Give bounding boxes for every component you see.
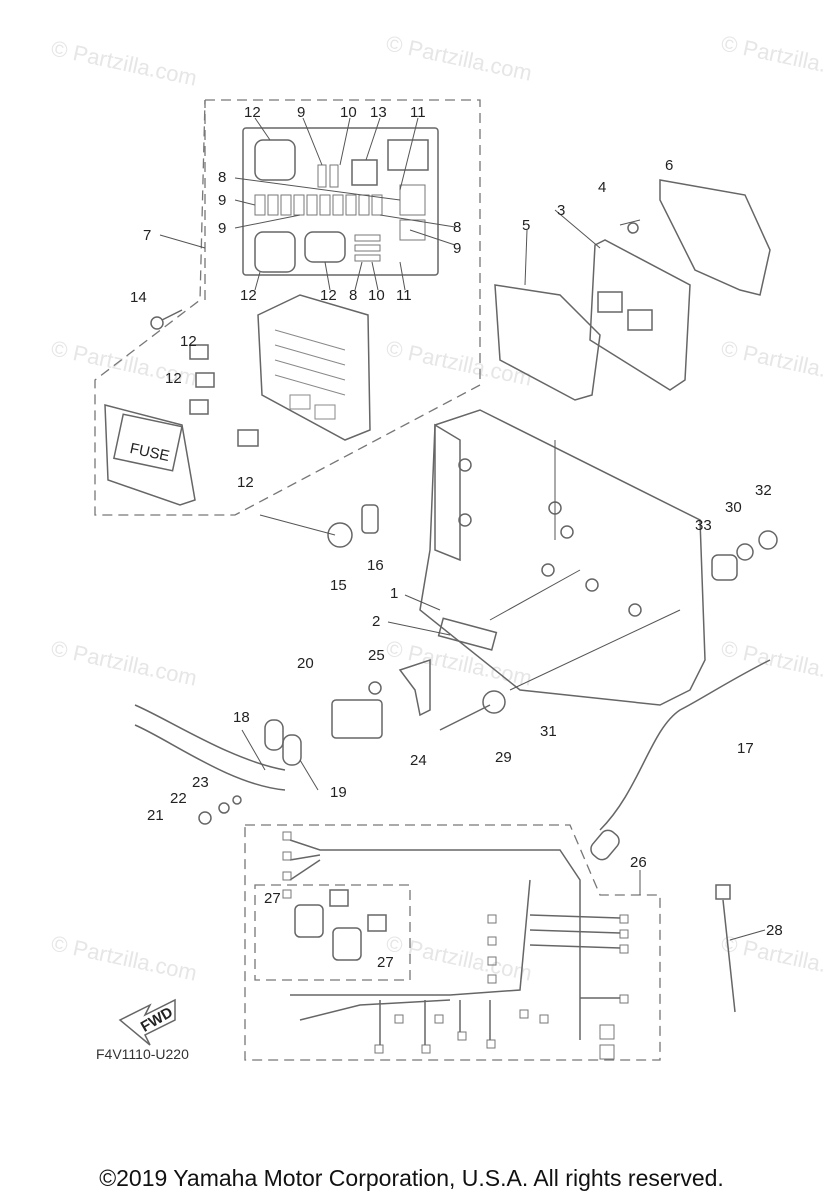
- ecu-bracket: [659, 179, 771, 296]
- callout-11: 11: [396, 287, 412, 304]
- ecu-unit: [494, 179, 771, 401]
- harness-group-outline: [244, 824, 661, 1061]
- callout-15: 15: [330, 577, 347, 594]
- callout-29: 29: [495, 749, 512, 766]
- callout-17: 17: [737, 740, 754, 757]
- callout-13: 13: [370, 104, 387, 121]
- washer: [736, 543, 754, 561]
- callout-2: 2: [372, 613, 380, 630]
- cable-tie: [715, 884, 736, 1013]
- washer-31: [482, 690, 506, 714]
- fuse-box-group-outline: [94, 99, 481, 516]
- watermark: © Partzilla.com: [384, 30, 534, 85]
- callout-27: 27: [264, 890, 281, 907]
- watermark: © Partzilla.com: [719, 635, 823, 690]
- grommet: [327, 522, 353, 548]
- wire-harness: [282, 831, 629, 1060]
- callout-1: 1: [390, 585, 398, 602]
- callout-11: 11: [410, 104, 426, 121]
- fuse-board-detail: [242, 127, 439, 276]
- callout-4: 4: [598, 179, 606, 196]
- nut: [758, 530, 778, 550]
- callout-21: 21: [147, 807, 164, 824]
- callout-32: 32: [755, 482, 772, 499]
- callout-12: 12: [180, 333, 197, 350]
- watermark: © Partzilla.com: [49, 930, 199, 985]
- watermark: © Partzilla.com: [719, 335, 823, 390]
- fuse-cover-label: FUSE: [128, 440, 171, 465]
- callout-9: 9: [218, 220, 226, 237]
- callout-10: 10: [340, 104, 357, 121]
- group-boundaries: [94, 99, 661, 1061]
- hardware: [150, 309, 778, 825]
- callout-27: 27: [377, 954, 394, 971]
- watermark: © Partzilla.com: [49, 35, 199, 90]
- relay-20: [331, 699, 383, 739]
- diagram-code: F4V1110-U220: [96, 1046, 189, 1062]
- callout-6: 6: [665, 157, 673, 174]
- relay-group-outline: [254, 884, 411, 981]
- watermarks: © Partzilla.com © Partzilla.com © Partzi…: [49, 30, 823, 985]
- callout-9: 9: [297, 104, 305, 121]
- callout-22: 22: [170, 790, 187, 807]
- cables: [134, 659, 771, 861]
- callout-7: 7: [143, 227, 151, 244]
- callout-18: 18: [233, 709, 250, 726]
- copyright-footer: ©2019 Yamaha Motor Corporation, U.S.A. A…: [99, 1165, 724, 1191]
- bolt-14: [150, 316, 164, 330]
- watermark: © Partzilla.com: [49, 635, 199, 690]
- callout-14: 14: [130, 289, 147, 306]
- relays: [294, 889, 387, 961]
- bolt-25: [368, 681, 382, 695]
- callout-8: 8: [218, 169, 226, 186]
- callout-12: 12: [244, 104, 261, 121]
- callout-33: 33: [695, 517, 712, 534]
- callout-12: 12: [240, 287, 257, 304]
- callout-24: 24: [410, 752, 427, 769]
- leader-lines: [159, 117, 766, 941]
- callout-9: 9: [218, 192, 226, 209]
- fuse-cover: [104, 404, 196, 506]
- callout-12: 12: [165, 370, 182, 387]
- callout-8: 8: [349, 287, 357, 304]
- callout-9: 9: [453, 240, 461, 257]
- callout-25: 25: [368, 647, 385, 664]
- callout-26: 26: [630, 854, 647, 871]
- callout-20: 20: [297, 655, 314, 672]
- callout-16: 16: [367, 557, 384, 574]
- watermark: © Partzilla.com: [719, 30, 823, 85]
- watermark: © Partzilla.com: [384, 335, 534, 390]
- spacer: [711, 554, 738, 581]
- bracket-24: [398, 658, 431, 717]
- callout-12: 12: [237, 474, 254, 491]
- callout-3: 3: [557, 202, 565, 219]
- callouts: 12 9 10 13 11 8 9 9 8 9 12 12 8 10 11 7 …: [130, 104, 783, 971]
- callout-30: 30: [725, 499, 742, 516]
- callout-8: 8: [453, 219, 461, 236]
- collar: [361, 504, 379, 534]
- callout-19: 19: [330, 784, 347, 801]
- callout-23: 23: [192, 774, 209, 791]
- callout-12: 12: [320, 287, 337, 304]
- callout-31: 31: [540, 723, 557, 740]
- callout-28: 28: [766, 922, 783, 939]
- watermark: © Partzilla.com: [384, 930, 534, 985]
- ecu-cover: [494, 284, 601, 401]
- callout-10: 10: [368, 287, 385, 304]
- callout-5: 5: [522, 217, 530, 234]
- fwd-arrow: FWD: [118, 998, 176, 1046]
